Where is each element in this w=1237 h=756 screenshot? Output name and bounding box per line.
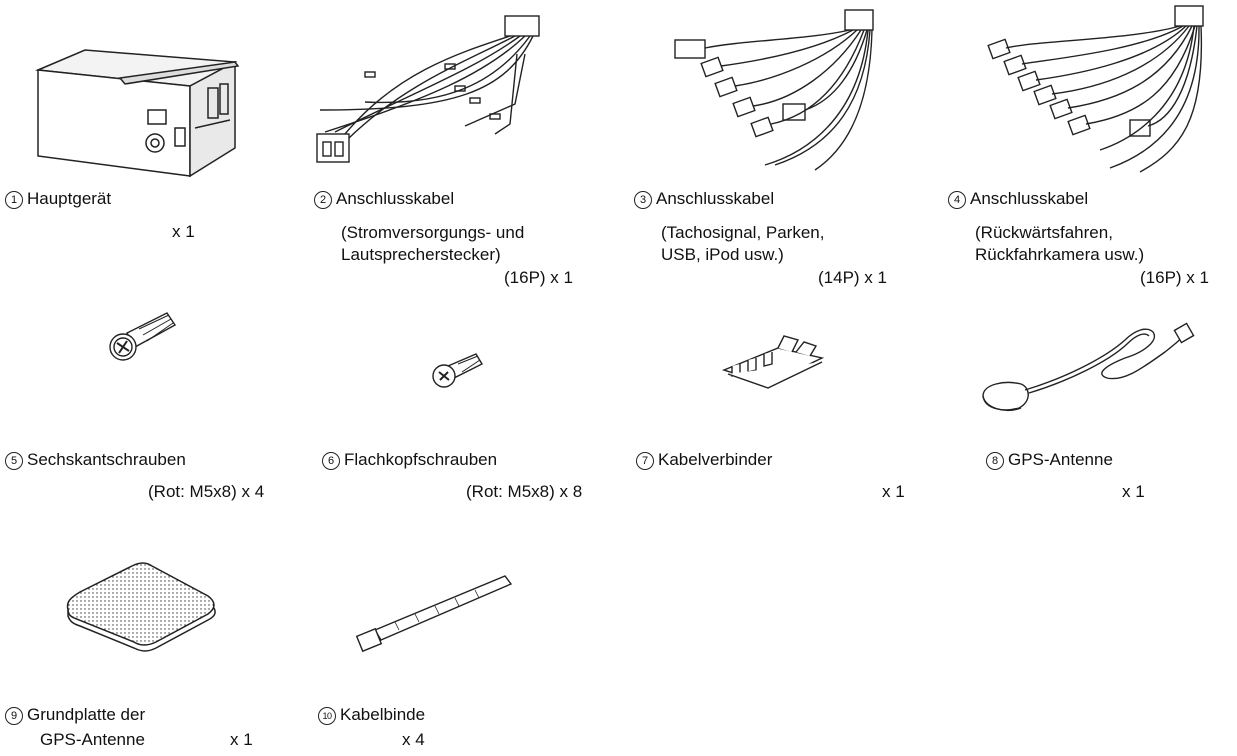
item-number-badge: 9 xyxy=(5,707,23,725)
hex-screw-illustration xyxy=(105,305,185,365)
item-10-title: 10Kabelbinde xyxy=(318,703,425,726)
item-10-quantity: x 4 xyxy=(402,728,425,751)
item-5-quantity: (Rot: M5x8) x 4 xyxy=(148,480,264,503)
item-number-badge: 2 xyxy=(314,191,332,209)
item-2-detail-2: Lautsprecherstecker) xyxy=(341,243,501,266)
item-number-badge: 8 xyxy=(986,452,1004,470)
item-8-quantity: x 1 xyxy=(1122,480,1145,503)
gps-antenna-illustration xyxy=(975,318,1200,418)
cable-tie-illustration xyxy=(355,570,535,655)
item-number-badge: 4 xyxy=(948,191,966,209)
item-number-badge: 6 xyxy=(322,452,340,470)
item-4-quantity: (16P) x 1 xyxy=(1140,266,1209,289)
item-6-title: 6Flachkopfschrauben xyxy=(322,448,497,471)
item-2-name: Anschlusskabel xyxy=(336,189,454,208)
item-9-title: 9Grundplatte der xyxy=(5,703,145,726)
item-7-quantity: x 1 xyxy=(882,480,905,503)
item-1-quantity: x 1 xyxy=(172,220,195,243)
item-3-quantity: (14P) x 1 xyxy=(818,266,887,289)
item-number-badge: 10 xyxy=(318,707,336,725)
item-9-quantity: x 1 xyxy=(230,728,253,751)
power-speaker-harness-illustration xyxy=(305,14,545,174)
item-number-badge: 3 xyxy=(634,191,652,209)
item-4-name: Anschlusskabel xyxy=(970,189,1088,208)
item-5-title: 5Sechskantschrauben xyxy=(5,448,186,471)
item-2-quantity: (16P) x 1 xyxy=(504,266,573,289)
item-3-name: Anschlusskabel xyxy=(656,189,774,208)
antenna-base-plate-illustration xyxy=(60,560,220,655)
item-10-name: Kabelbinde xyxy=(340,705,425,724)
item-1-name: Hauptgerät xyxy=(27,189,111,208)
item-9-name: Grundplatte der xyxy=(27,705,145,724)
item-7-name: Kabelverbinder xyxy=(658,450,772,469)
item-8-name: GPS-Antenne xyxy=(1008,450,1113,469)
item-4-detail-1: (Rückwärtsfahren, xyxy=(975,221,1113,244)
item-7-title: 7Kabelverbinder xyxy=(636,448,772,471)
item-4-title: 4Anschlusskabel xyxy=(948,187,1088,210)
reverse-camera-harness-illustration xyxy=(980,0,1210,175)
item-2-detail-1: (Stromversorgungs- und xyxy=(341,221,524,244)
item-2-title: 2Anschlusskabel xyxy=(314,187,454,210)
item-3-title: 3Anschlusskabel xyxy=(634,187,774,210)
item-1-title: 1Hauptgerät xyxy=(5,187,111,210)
item-3-detail-2: USB, iPod usw.) xyxy=(661,243,784,266)
item-3-detail-1: (Tachosignal, Parken, xyxy=(661,221,824,244)
item-number-badge: 1 xyxy=(5,191,23,209)
flat-head-screw-illustration xyxy=(428,348,488,393)
item-number-badge: 7 xyxy=(636,452,654,470)
item-number-badge: 5 xyxy=(5,452,23,470)
item-4-detail-2: Rückfahrkamera usw.) xyxy=(975,243,1144,266)
item-6-name: Flachkopfschrauben xyxy=(344,450,497,469)
item-5-name: Sechskantschrauben xyxy=(27,450,186,469)
item-6-quantity: (Rot: M5x8) x 8 xyxy=(466,480,582,503)
head-unit-illustration xyxy=(30,48,245,178)
speed-park-usb-harness-illustration xyxy=(665,0,885,175)
item-8-title: 8GPS-Antenne xyxy=(986,448,1113,471)
item-9-detail-1: GPS-Antenne xyxy=(40,728,145,751)
wire-connector-illustration xyxy=(718,330,828,390)
